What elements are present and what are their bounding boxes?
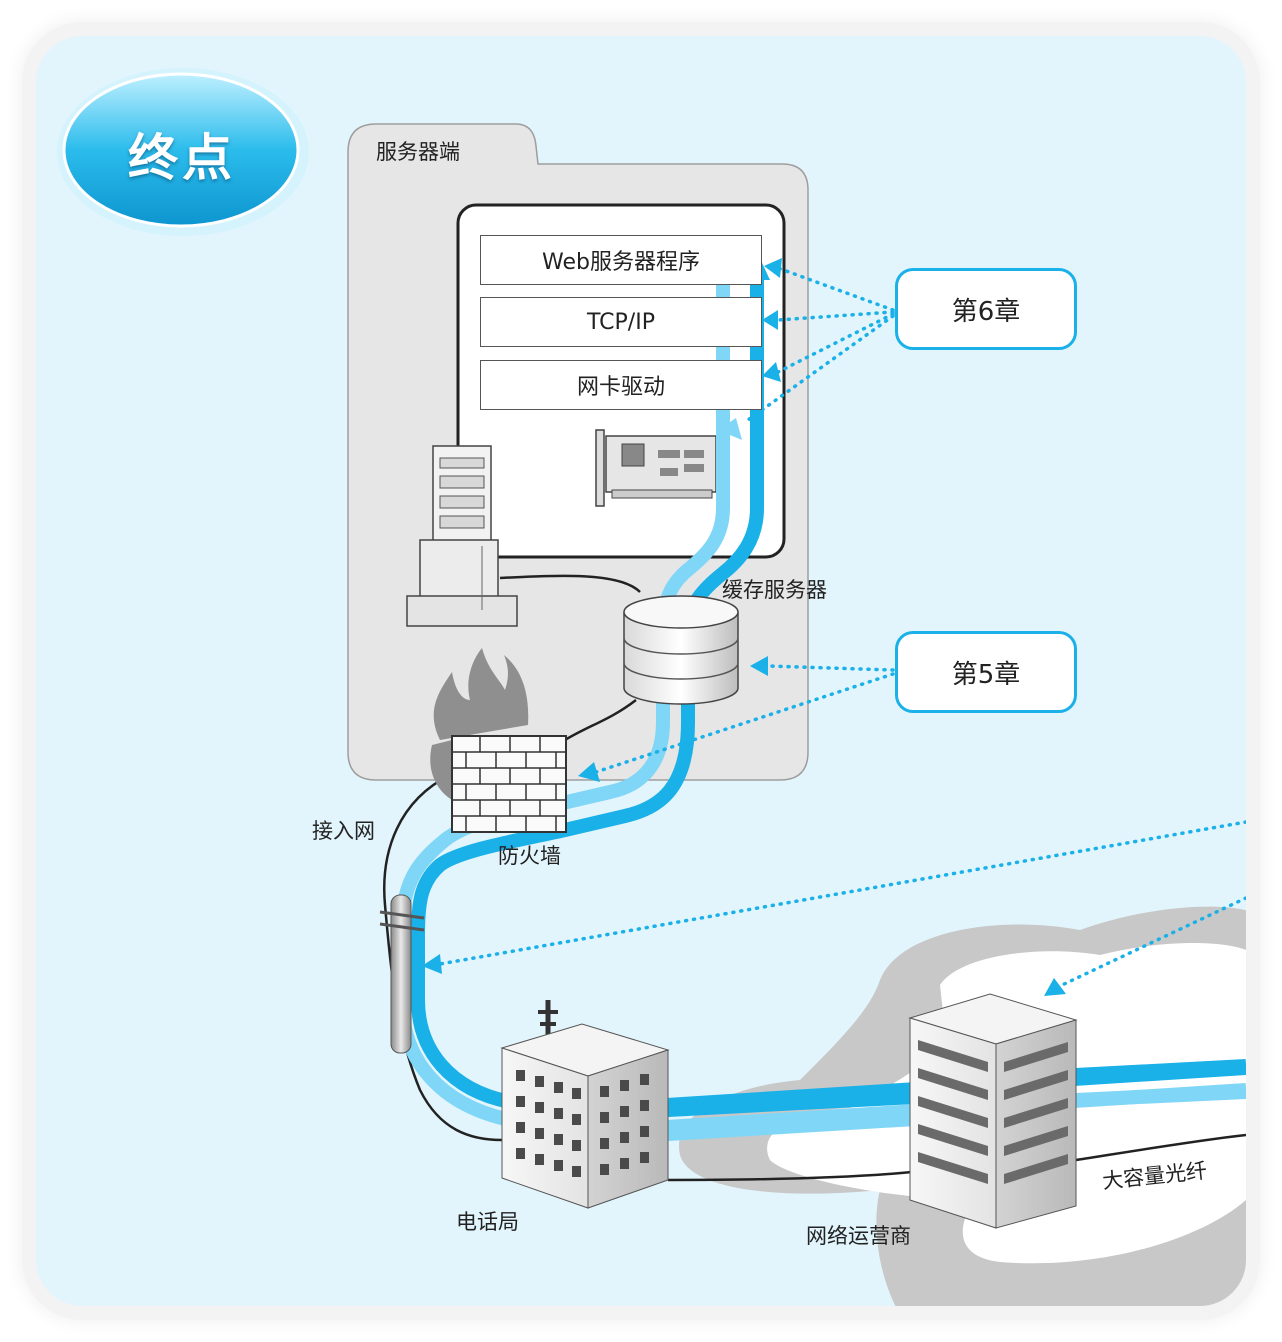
network-operator-icon <box>908 993 1078 1229</box>
firewall-icon <box>430 648 567 833</box>
layer-nic-driver: 网卡驱动 <box>480 360 762 410</box>
cache-server-label: 缓存服务器 <box>722 578 827 602</box>
telephone-office-icon <box>500 1000 670 1209</box>
chapter-5-callout: 第5章 <box>895 631 1077 713</box>
cables <box>383 574 1246 1182</box>
layer-tcp-ip: TCP/IP <box>480 297 762 347</box>
page-title: 终点 <box>128 129 236 187</box>
callout-arrowheads <box>422 258 1066 996</box>
utility-pole-icon <box>379 894 425 1054</box>
arrow-up-icon <box>718 418 742 440</box>
telephone-office-label: 电话局 <box>456 1210 519 1234</box>
fiber-light <box>667 1112 916 1141</box>
firewall-label: 防火墙 <box>498 844 561 868</box>
network-operator-label: 网络运营商 <box>806 1224 911 1248</box>
access-network-label: 接入网 <box>312 819 375 843</box>
server-group-label: 服务器端 <box>376 140 460 164</box>
server-tower-icon <box>406 445 518 627</box>
chapter-6-callout: 第6章 <box>895 268 1077 350</box>
callout-lines <box>438 266 1246 988</box>
title-badge <box>62 72 300 228</box>
fiber-dark <box>667 1090 916 1117</box>
layer-web-server: Web服务器程序 <box>480 235 762 285</box>
network-card-icon <box>595 429 717 507</box>
cache-server-icon <box>623 595 739 705</box>
